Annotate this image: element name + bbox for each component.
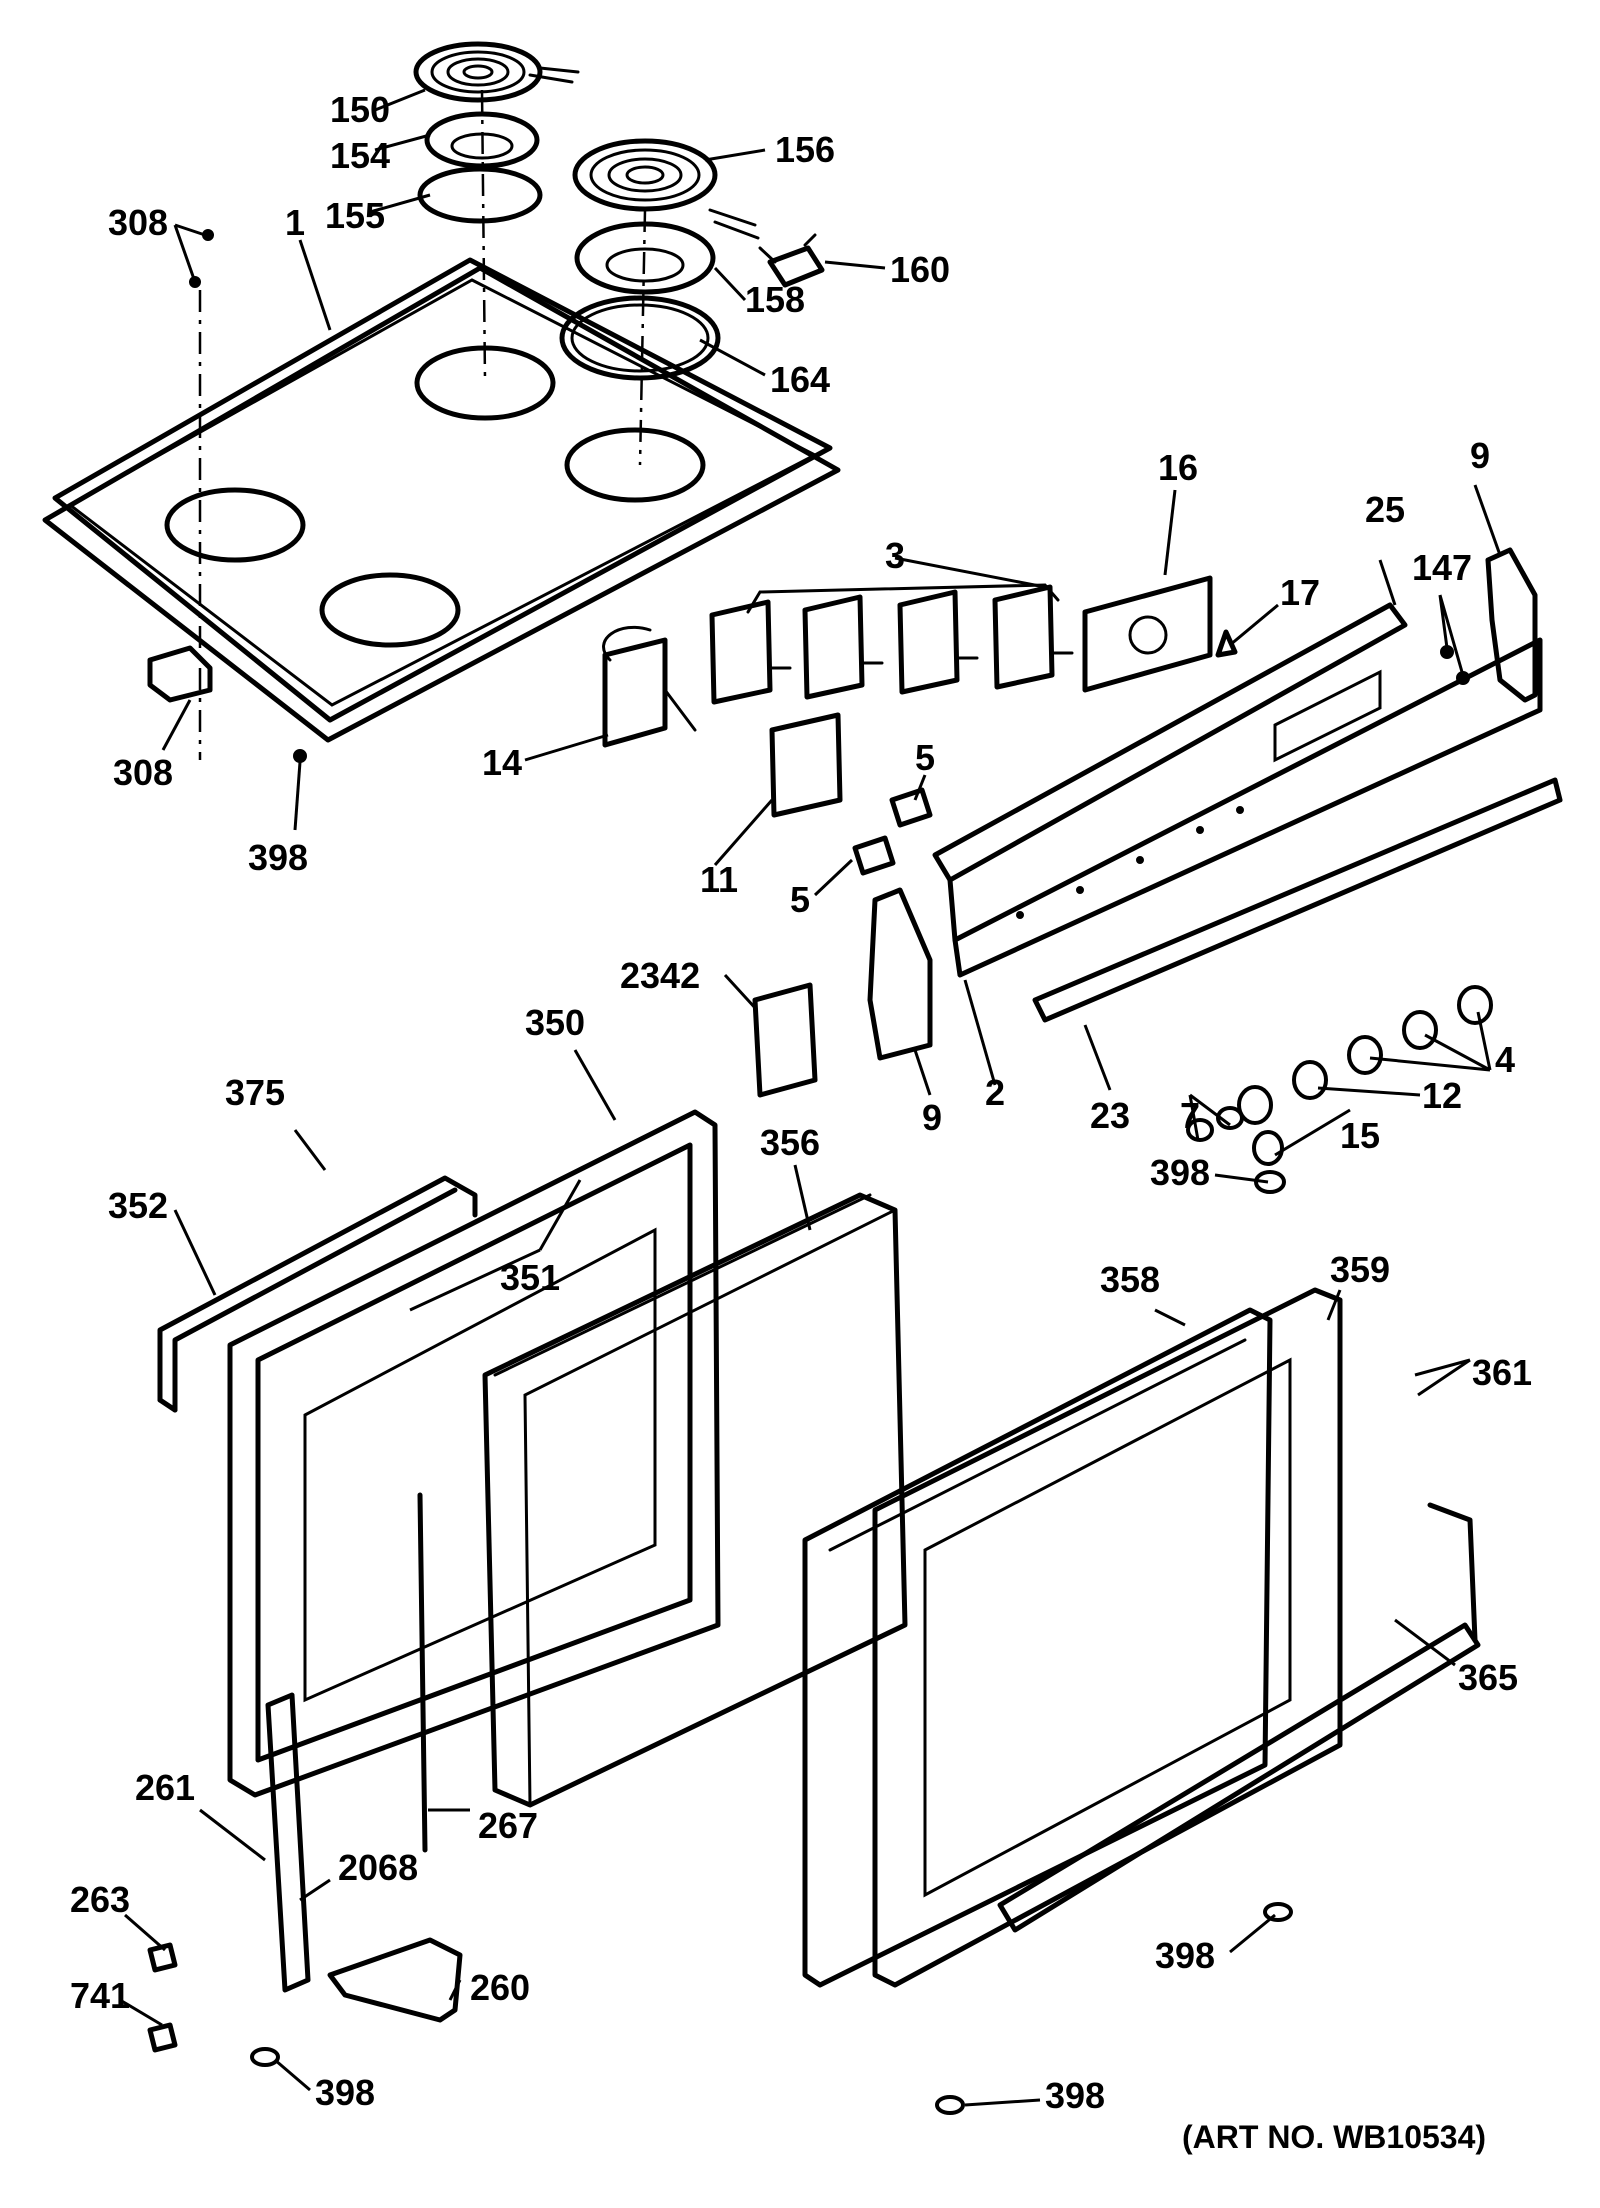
part-labels: 150 154 155 156 158 160 164 308 1 308 39… <box>70 89 1532 2155</box>
label-150: 150 <box>330 89 390 130</box>
leader-lines <box>119 88 1502 2107</box>
label-9-left: 9 <box>922 1097 942 1138</box>
label-14: 14 <box>482 742 522 783</box>
surface-unit-small <box>413 41 580 381</box>
label-5-lower: 5 <box>790 879 810 920</box>
label-23: 23 <box>1090 1095 1130 1136</box>
label-12: 12 <box>1422 1075 1462 1116</box>
label-160: 160 <box>890 249 950 290</box>
cooktop-assembly <box>42 257 841 743</box>
label-15: 15 <box>1340 1115 1380 1156</box>
label-17: 17 <box>1280 572 1320 613</box>
label-351: 351 <box>500 1257 560 1298</box>
label-398-hinge: 398 <box>315 2072 375 2113</box>
label-308-top: 308 <box>108 202 168 243</box>
label-164: 164 <box>770 359 830 400</box>
label-398-door-bottom: 398 <box>1155 1935 1215 1976</box>
label-156: 156 <box>775 129 835 170</box>
label-5-upper: 5 <box>915 737 935 778</box>
outer-door-359 <box>872 1287 1343 1988</box>
art-number: (ART NO. WB10534) <box>1182 2119 1486 2155</box>
label-356: 356 <box>760 1122 820 1163</box>
label-9-right: 9 <box>1470 435 1490 476</box>
label-3: 3 <box>885 535 905 576</box>
inner-door-350 <box>227 1109 721 1798</box>
glass-358 <box>802 1307 1273 1988</box>
indicator-lights <box>852 787 933 876</box>
label-11: 11 <box>700 859 738 900</box>
label-398-bottom: 398 <box>1045 2075 1105 2116</box>
surface-unit-large <box>559 138 825 466</box>
label-365: 365 <box>1458 1657 1518 1698</box>
label-398-right: 398 <box>1150 1152 1210 1193</box>
label-154: 154 <box>330 135 390 176</box>
label-261: 261 <box>135 1767 195 1808</box>
label-308-bottom: 308 <box>113 752 173 793</box>
label-155: 155 <box>325 195 385 236</box>
label-398-top: 398 <box>248 837 308 878</box>
label-361: 361 <box>1472 1352 1532 1393</box>
label-267: 267 <box>478 1805 538 1846</box>
label-2342: 2342 <box>620 955 700 996</box>
label-16: 16 <box>1158 447 1198 488</box>
label-1: 1 <box>285 202 305 243</box>
label-263: 263 <box>70 1879 130 1920</box>
label-25: 25 <box>1365 489 1405 530</box>
control-knobs <box>1186 985 1493 1166</box>
label-358: 358 <box>1100 1259 1160 1300</box>
handle-365 <box>997 1502 1481 1933</box>
label-147: 147 <box>1412 547 1472 588</box>
backsplash-panel <box>932 602 1563 1023</box>
control-switches <box>602 583 1074 1098</box>
label-359: 359 <box>1330 1249 1390 1290</box>
end-caps <box>867 547 1538 1061</box>
label-4: 4 <box>1495 1039 1515 1080</box>
label-260: 260 <box>470 1967 530 2008</box>
label-375: 375 <box>225 1072 285 1113</box>
label-158: 158 <box>745 279 805 320</box>
clock-timer <box>1082 575 1238 693</box>
label-350: 350 <box>525 1002 585 1043</box>
door-seal-352 <box>157 1175 478 1413</box>
hinge-assembly <box>147 1170 1293 2115</box>
label-741: 741 <box>70 1975 130 2016</box>
label-2068: 2068 <box>338 1847 418 1888</box>
label-7: 7 <box>1180 1095 1200 1136</box>
label-2: 2 <box>985 1072 1005 1113</box>
label-352: 352 <box>108 1185 168 1226</box>
